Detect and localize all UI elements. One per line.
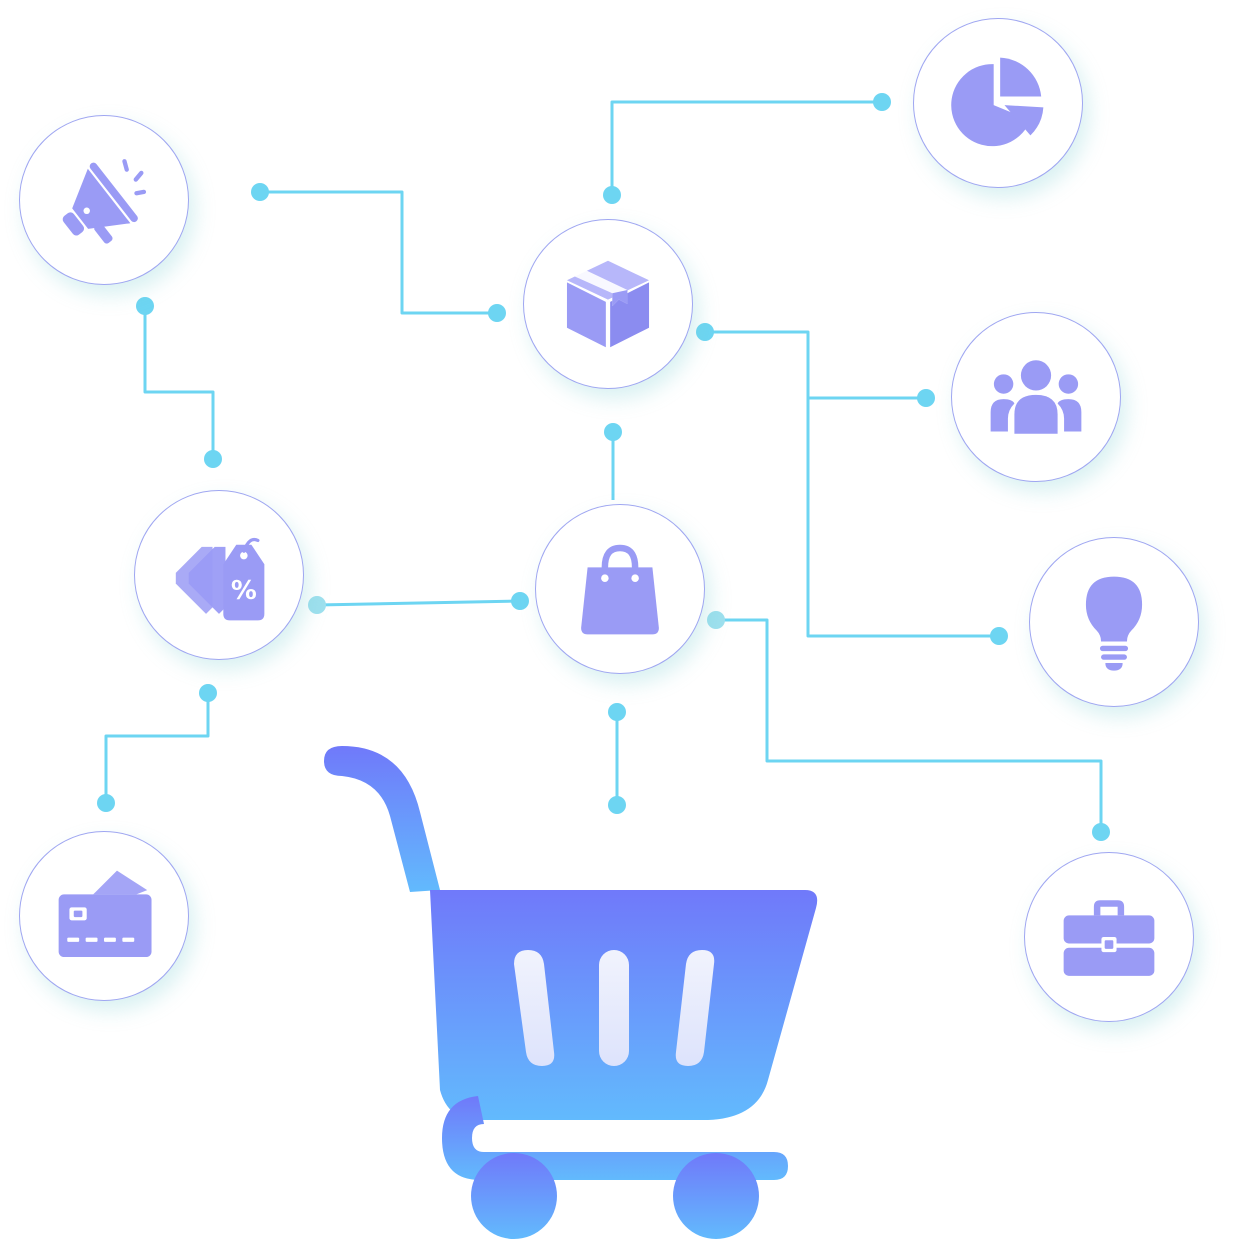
connector-dot [873, 93, 891, 111]
connector-line [104, 693, 210, 803]
connector-line [716, 618, 1103, 832]
customers-node [951, 312, 1121, 482]
shopping-cart-icon [324, 746, 818, 1239]
connector-dot [308, 596, 326, 614]
megaphone-icon [62, 159, 147, 244]
connector-dot [604, 423, 622, 441]
svg-text:%: % [231, 576, 257, 606]
price-tags-icon: % [175, 537, 265, 621]
connector-dot [511, 592, 529, 610]
connector-dot [97, 794, 115, 812]
product-node [523, 219, 693, 389]
analytics-node [913, 18, 1083, 188]
shopping-cart-hero [318, 740, 823, 1239]
connector-dot [608, 796, 626, 814]
credit-card-icon [58, 870, 152, 958]
connector-dot [603, 186, 621, 204]
ideas-node [1029, 537, 1199, 707]
connector-line [705, 330, 999, 638]
discount-node: % [134, 490, 304, 660]
shopping-bag-icon [581, 544, 659, 635]
connector-dot [707, 611, 725, 629]
connector-dot [608, 703, 626, 721]
pie-chart-icon [951, 57, 1044, 147]
briefcase-icon [1063, 900, 1155, 976]
shopping-node [535, 504, 705, 674]
connector-line [610, 100, 882, 195]
connector-dot [199, 684, 217, 702]
connector-dot [488, 304, 506, 322]
connector-dot [136, 297, 154, 315]
connector-dot [1092, 823, 1110, 841]
connector-line [260, 190, 497, 315]
connector-dot [990, 627, 1008, 645]
connector-line [143, 306, 215, 459]
payment-node [19, 831, 189, 1001]
connector-dot [696, 323, 714, 341]
user-group-icon [990, 360, 1082, 434]
package-box-icon [566, 260, 650, 348]
connector-line [316, 599, 521, 607]
connector-dot [917, 389, 935, 407]
lightbulb-icon [1085, 576, 1143, 671]
connector-dot [251, 183, 269, 201]
connector-dot [204, 450, 222, 468]
business-node [1024, 852, 1194, 1022]
marketing-node [19, 115, 189, 285]
